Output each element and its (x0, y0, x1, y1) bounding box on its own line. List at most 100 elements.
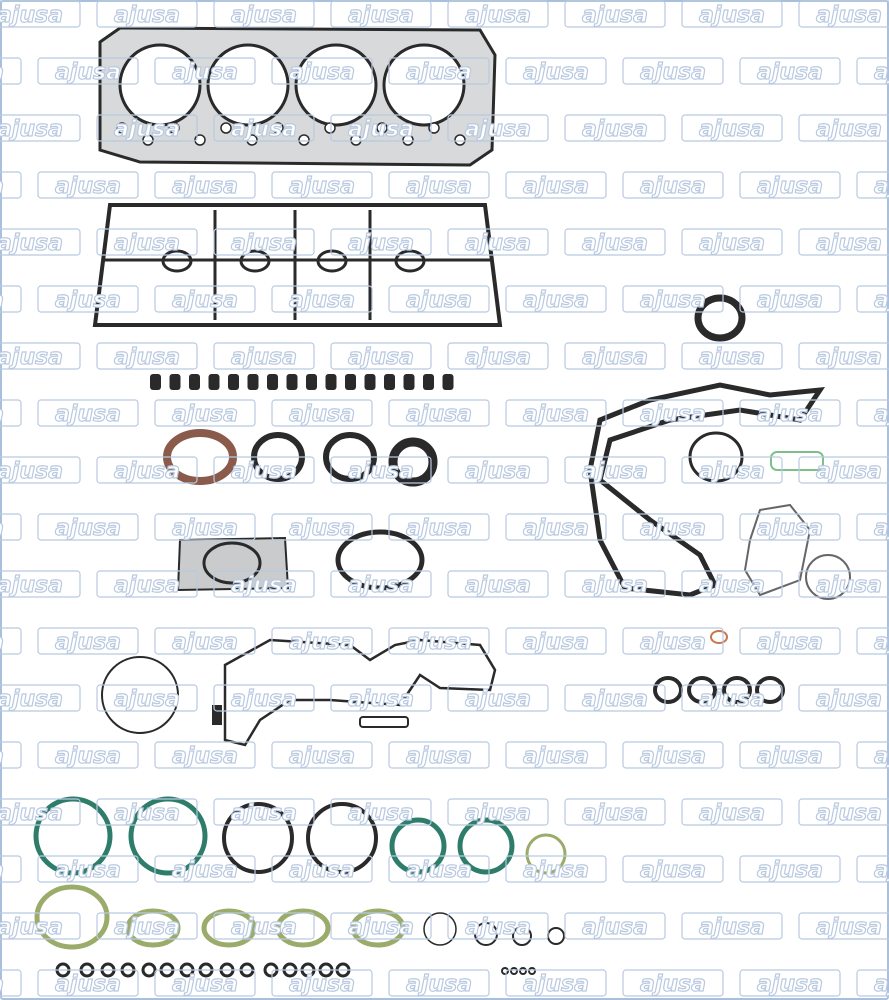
watermark-text: ajusa (874, 402, 889, 427)
watermark-logo: ajusa (564, 456, 666, 485)
watermark-badge (388, 57, 490, 85)
watermark-badge (622, 399, 724, 427)
watermark-badge (564, 798, 666, 826)
watermark-text: ajusa (0, 630, 4, 655)
watermark-badge (37, 399, 139, 427)
o-ring (222, 802, 294, 874)
watermark-logo: ajusa (856, 285, 889, 314)
watermark-badge (388, 855, 490, 883)
watermark-logo: ajusa (856, 171, 889, 200)
watermark-badge (96, 570, 198, 598)
watermark-logo: ajusa (564, 114, 666, 143)
watermark-badge (37, 513, 139, 541)
watermark-text: ajusa (231, 687, 297, 712)
turbo-gasket (176, 536, 290, 592)
oil-pan-gasket (223, 638, 497, 747)
watermark-text: ajusa (231, 915, 297, 940)
watermark-text: ajusa (289, 630, 355, 655)
watermark-badge (330, 798, 432, 826)
watermark-logo: ajusa (856, 855, 889, 884)
watermark-text: ajusa (289, 60, 355, 85)
watermark-badge (798, 456, 889, 484)
watermark-badge (271, 741, 373, 769)
watermark-logo: ajusa (96, 228, 198, 257)
watermark-logo: ajusa (0, 513, 22, 542)
watermark-badge (213, 114, 315, 142)
watermark-badge (681, 798, 783, 826)
watermark-badge (0, 855, 22, 883)
watermark-logo: ajusa (681, 684, 783, 713)
watermark-badge (0, 969, 22, 997)
green-o-ring (457, 817, 515, 875)
watermark-logo: ajusa (0, 228, 81, 257)
watermark-badge (564, 570, 666, 598)
watermark-badge (388, 969, 490, 997)
valve-stem-seal (325, 374, 337, 390)
watermark-badge (213, 912, 315, 940)
watermark-badge (213, 228, 315, 256)
watermark-logo: ajusa (0, 285, 22, 314)
watermark-badge (739, 627, 841, 655)
o-ring (423, 912, 457, 946)
watermark-logo: ajusa (0, 171, 22, 200)
o-ring (474, 922, 498, 946)
watermark-badge (564, 456, 666, 484)
watermark-text: ajusa (874, 288, 889, 313)
watermark-text: ajusa (582, 117, 648, 142)
watermark-text: ajusa (816, 231, 882, 256)
watermark-badge (505, 627, 607, 655)
watermark-badge (622, 969, 724, 997)
o-ring (722, 676, 752, 704)
watermark-badge (37, 741, 139, 769)
watermark-text: ajusa (465, 117, 531, 142)
watermark-text: ajusa (55, 858, 121, 883)
valve-stem-seal (208, 374, 220, 390)
watermark-badge (0, 741, 22, 769)
watermark-text: ajusa (114, 231, 180, 256)
watermark-badge (564, 342, 666, 370)
watermark-text: ajusa (348, 345, 414, 370)
watermark-badge (37, 285, 139, 313)
watermark-logo: ajusa (447, 342, 549, 371)
spark-plug-seal (316, 249, 348, 273)
watermark-text: ajusa (640, 402, 706, 427)
watermark-logo: ajusa (856, 969, 889, 998)
watermark-logo: ajusa (798, 570, 889, 599)
watermark-logo: ajusa (330, 228, 432, 257)
watermark-badge (96, 342, 198, 370)
copper-washer (710, 630, 728, 644)
watermark-badge (798, 228, 889, 256)
watermark-logo: ajusa (798, 912, 889, 941)
olive-seal (34, 884, 110, 950)
watermark-logo: ajusa (564, 570, 666, 599)
watermark-badge (0, 171, 22, 199)
watermark-badge (271, 399, 373, 427)
head-gasket-hole (402, 134, 414, 146)
watermark-logo: ajusa (505, 513, 607, 542)
watermark-logo: ajusa (0, 0, 81, 29)
watermark-text: ajusa (0, 744, 4, 769)
watermark-badge (37, 627, 139, 655)
watermark-badge (681, 0, 783, 28)
watermark-logo: ajusa (856, 741, 889, 770)
o-ring (755, 676, 785, 704)
watermark-text: ajusa (816, 801, 882, 826)
watermark-badge (0, 285, 22, 313)
watermark-text: ajusa (0, 402, 4, 427)
watermark-logo: ajusa (96, 570, 198, 599)
watermark-text: ajusa (465, 459, 531, 484)
watermark-badge (505, 171, 607, 199)
watermark-badge (681, 342, 783, 370)
watermark-text: ajusa (816, 915, 882, 940)
watermark-badge (154, 399, 256, 427)
watermark-badge (388, 285, 490, 313)
watermark-logo: ajusa (96, 342, 198, 371)
watermark-logo: ajusa (37, 855, 139, 884)
watermark-badge (330, 684, 432, 712)
valve-cover-gasket (92, 203, 503, 327)
olive-seal (125, 908, 181, 948)
watermark-badge (0, 399, 22, 427)
watermark-badge (213, 342, 315, 370)
valve-stem-seal (364, 374, 376, 390)
watermark-badge (681, 114, 783, 142)
